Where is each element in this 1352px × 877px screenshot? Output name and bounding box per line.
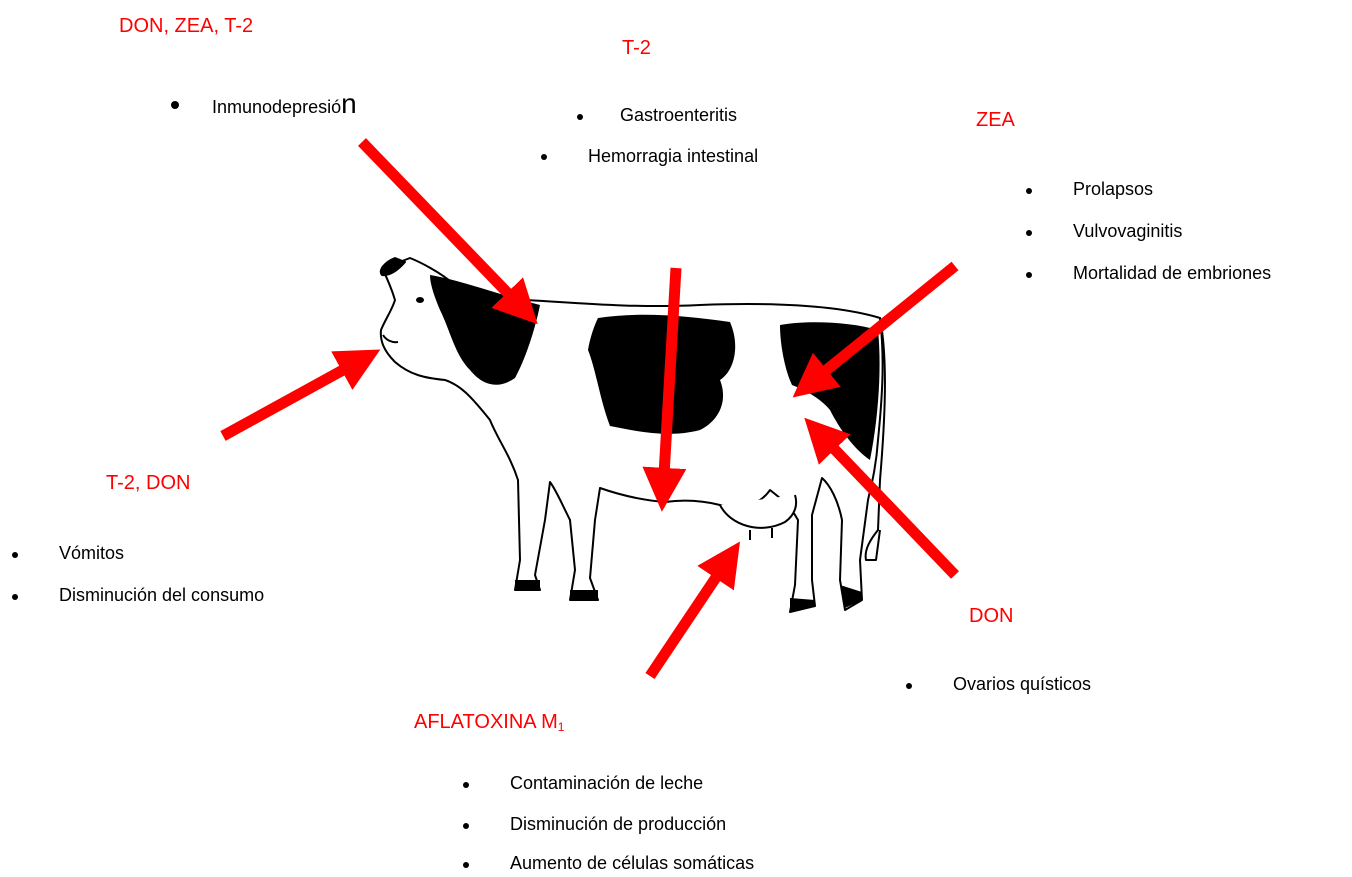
group-title-zea: ZEA [976,109,1015,131]
bullet-icon [1026,272,1032,278]
list-item: Vulvovaginitis [1073,221,1183,241]
arrow-don [804,417,959,579]
list-item: Disminución del consumo [59,585,265,605]
bullet-icon [12,594,18,600]
list-item: Aumento de células somáticas [510,853,755,873]
bullet-icon [541,154,547,160]
group-title-aflatoxin: AFLATOXINA M1 [414,711,565,734]
list-item: Contaminación de leche [510,773,704,793]
arrow-gastro [642,267,687,512]
group-title-immuno: DON, ZEA, T-2 [119,15,254,37]
bullet-icon [171,101,179,109]
bullet-icon [463,782,469,788]
list-item: Hemorragia intestinal [588,146,759,166]
list-item: Gastroenteritis [620,105,738,125]
bullet-icon [12,552,18,558]
arrow-zea [792,261,959,398]
red-arrows [220,138,959,680]
bullet-icon [906,683,912,689]
group-title-t2-don: T-2, DON [106,472,191,494]
list-item: Vómitos [59,543,125,563]
group-title-don: DON [969,605,1014,627]
arrow-head [220,349,381,441]
list-item: Prolapsos [1073,179,1154,199]
arrow-immuno [358,138,538,325]
bullet-icon [1026,230,1032,236]
bullet-icon [463,823,469,829]
bullet-icon [1026,188,1032,194]
bullet-icon [577,114,583,120]
arrow-aflatoxin [645,541,741,680]
list-item: Ovarios quísticos [953,674,1092,694]
group-title-t2: T-2 [622,37,651,59]
bullet-icon [463,862,469,868]
list-item: Disminución de producción [510,814,727,834]
list-item: Inmunodepresión [212,88,357,119]
list-item: Mortalidad de embriones [1073,263,1272,283]
